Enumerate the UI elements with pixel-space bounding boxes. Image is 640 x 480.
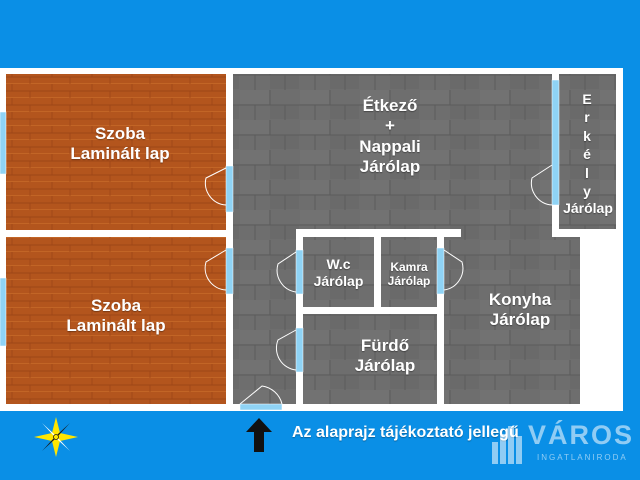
room-label-etkezo: Étkező + Nappali Járólap	[359, 96, 421, 177]
floor-szoba-top	[6, 74, 226, 230]
door-swing-icon	[239, 385, 283, 405]
window-icon	[0, 277, 7, 347]
room-label-kamra: Kamra Járólap	[387, 260, 431, 289]
room-label-erkely: E r k é l y	[582, 91, 592, 200]
window-icon	[225, 165, 234, 213]
door-swing-icon	[275, 329, 297, 371]
door-swing-icon	[530, 164, 553, 206]
logo-subtext: INGATLANIRODA	[537, 453, 628, 462]
door-swing-icon	[204, 167, 227, 206]
room-label-erkely-floor: Járólap	[563, 200, 613, 216]
window-icon	[295, 249, 304, 295]
window-icon	[436, 247, 445, 295]
room-label-szoba-top: Szoba Laminált lap	[70, 124, 170, 164]
window-icon	[239, 403, 283, 411]
disclaimer-note: Az alaprajz tájékoztató jellegű	[292, 424, 519, 441]
door-swing-icon	[443, 249, 464, 291]
floor-kamra	[381, 237, 437, 307]
floor-szoba-bottom	[6, 237, 226, 404]
window-icon	[0, 111, 7, 175]
window-icon	[295, 327, 304, 373]
room-label-szoba-bottom: Szoba Laminált lap	[66, 296, 166, 336]
window-icon	[225, 247, 234, 295]
floor-furdo	[303, 314, 437, 404]
floor-wc	[303, 237, 374, 307]
floor-konyha-top	[461, 229, 552, 237]
floor-hall	[233, 229, 296, 404]
window-icon	[551, 79, 560, 206]
logo-icon	[492, 426, 522, 464]
floor-erkely	[559, 74, 616, 229]
room-label-furdo: Fürdő Járólap	[354, 336, 416, 376]
north-arrow-icon	[246, 418, 272, 452]
floor-etkezo	[233, 74, 552, 229]
room-label-konyha: Konyha Járólap	[488, 290, 552, 330]
floor-konyha	[444, 237, 580, 404]
door-swing-icon	[276, 251, 297, 293]
door-swing-icon	[204, 249, 227, 291]
compass-icon	[34, 417, 78, 457]
logo-text: VÁROS	[528, 420, 635, 450]
room-label-wc: W.c Járólap	[313, 256, 364, 289]
